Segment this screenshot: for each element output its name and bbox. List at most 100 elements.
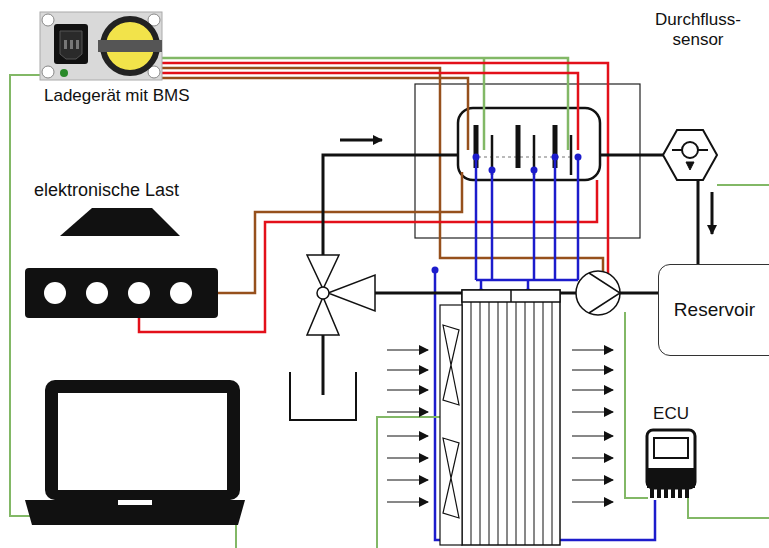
radiator	[525, 302, 526, 545]
three-way-valve	[328, 275, 375, 311]
electronic-load-illustration	[170, 282, 192, 304]
fan-symbol	[443, 478, 459, 518]
charger-illustration	[64, 40, 67, 49]
wire-junction-dot	[473, 154, 480, 161]
component-label: elektronische Last	[34, 180, 179, 202]
cell-tap-wires	[475, 157, 478, 280]
radiator	[462, 290, 560, 545]
radiator	[510, 290, 512, 302]
airflow-arrows	[387, 370, 428, 371]
charger-illustration	[70, 40, 73, 49]
charger-illustration	[60, 31, 82, 59]
electronic-load-illustration	[25, 268, 218, 318]
component-label: Durchfluss- sensor	[642, 10, 754, 51]
wire-junction-dot	[432, 154, 582, 296]
radiator	[507, 302, 508, 545]
signal-wires	[717, 184, 769, 186]
electronic-load-illustration	[128, 282, 150, 304]
airflow-arrows	[387, 350, 428, 351]
fan-symbol	[440, 305, 462, 545]
flow-sensor-symbol	[663, 130, 717, 180]
airflow-arrows	[572, 412, 613, 413]
wire-junction-dot	[489, 167, 496, 174]
fan-symbol	[440, 305, 462, 545]
component-label: Reservoir	[667, 299, 762, 322]
charger-node: Ladegerät mit BMS	[36, 8, 208, 106]
wire-junction-dot	[575, 154, 582, 161]
flow-sensor-node: Durchfluss- sensor	[642, 10, 754, 180]
three-way-valve	[307, 297, 339, 335]
component-label: ECU	[653, 404, 689, 424]
airflow-arrows	[387, 412, 428, 413]
ecu-icon	[647, 468, 695, 488]
fan-symbol	[443, 438, 459, 478]
airflow-arrows	[572, 436, 613, 437]
charger-illustration	[40, 12, 162, 80]
coolant-pipes	[620, 292, 658, 295]
charger-illustration	[76, 40, 79, 49]
signal-wires	[377, 417, 440, 548]
airflow-arrows	[387, 436, 428, 437]
airflow-arrows	[387, 350, 613, 502]
flow-direction-arrow	[340, 139, 382, 142]
charger-wires	[162, 63, 608, 274]
radiator	[462, 290, 560, 302]
coolant-pipes	[323, 155, 458, 255]
pump-symbol	[589, 273, 620, 313]
charger-illustration	[98, 40, 162, 52]
airflow-arrows	[572, 350, 613, 351]
signal-wires	[688, 498, 769, 518]
three-way-valve	[307, 255, 375, 335]
battery-module	[570, 135, 573, 175]
charger-illustration	[42, 14, 54, 26]
laptop-icon	[58, 393, 227, 490]
ecu-icon	[664, 488, 668, 498]
drain-container	[290, 372, 356, 420]
pump-symbol	[576, 271, 620, 315]
pump-symbol	[576, 271, 620, 315]
ecu-icon	[671, 488, 675, 498]
fan-symbol	[443, 325, 459, 365]
flow-direction-arrow	[711, 192, 714, 234]
radiator	[543, 302, 544, 545]
radiator	[480, 302, 481, 545]
signal-wires	[10, 75, 769, 548]
coolant-pipes	[600, 154, 663, 157]
charger-illustration	[60, 69, 68, 77]
electronic-load-node: elektronische Last	[22, 180, 222, 322]
charger-illustration	[42, 66, 54, 78]
charger-wires	[162, 78, 468, 150]
radiator	[489, 302, 490, 545]
component-label: Ladegerät mit BMS	[44, 86, 190, 106]
airflow-arrows	[572, 390, 613, 391]
wire-junction-dot	[552, 154, 559, 161]
electronic-load-illustration	[44, 282, 66, 304]
airflow-arrows	[387, 480, 428, 481]
flow-sensor-symbol	[682, 142, 698, 158]
laptop-icon	[118, 500, 152, 505]
laptop-icon	[25, 380, 245, 525]
radiator	[471, 302, 472, 545]
airflow-arrows	[572, 480, 613, 481]
laptop-icon	[45, 380, 240, 500]
ecu-icon	[685, 488, 689, 498]
charger-wires	[162, 68, 603, 272]
electronic-load-illustration	[86, 282, 108, 304]
radiator	[498, 302, 499, 545]
ecu-node: ECU	[638, 404, 704, 504]
ecu-icon	[657, 488, 661, 498]
cell-tap-wires	[491, 170, 494, 280]
radiator	[552, 302, 553, 545]
airflow-arrows	[387, 502, 428, 503]
three-way-valve	[307, 255, 339, 289]
charger-wires	[162, 73, 578, 150]
electronic-load-illustration	[25, 208, 218, 318]
radiator	[462, 290, 560, 545]
three-way-valve	[317, 287, 329, 299]
laptop-icon	[25, 500, 245, 525]
battery-module	[415, 84, 640, 238]
airflow-arrows	[387, 458, 428, 459]
